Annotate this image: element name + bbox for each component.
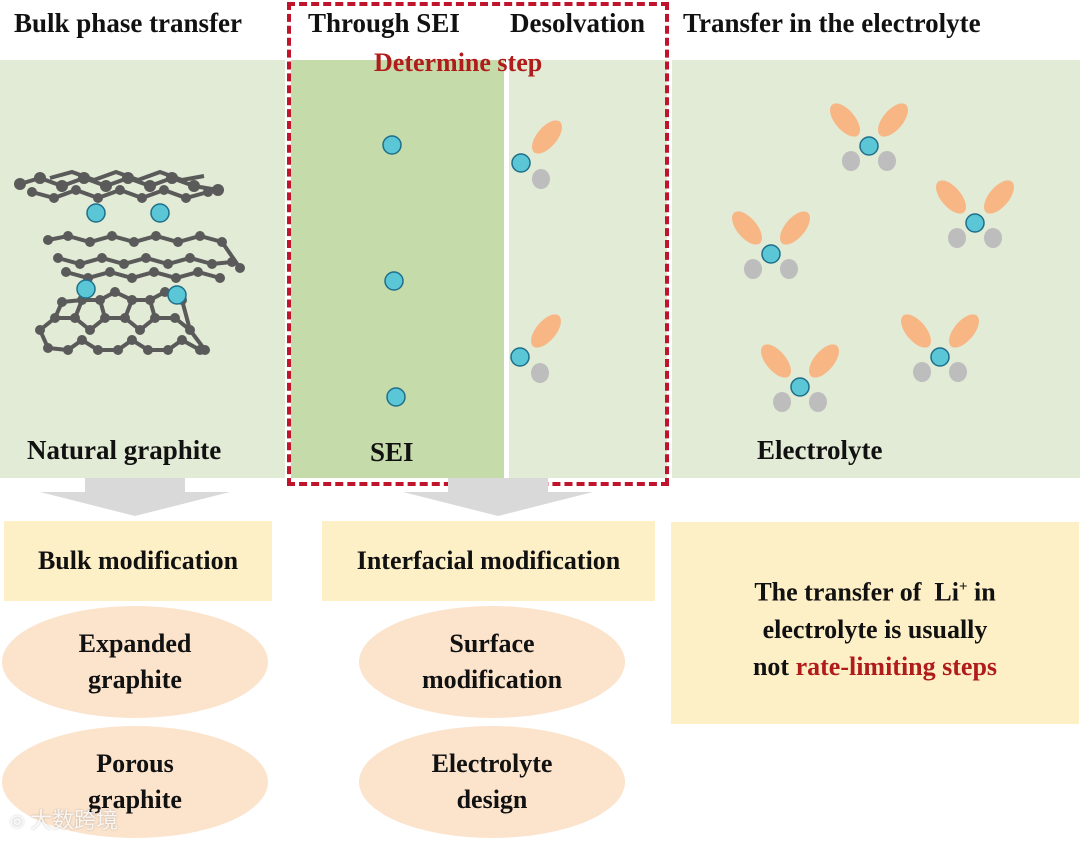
arrow-bulk — [40, 478, 230, 516]
arrow-interfacial — [403, 478, 593, 516]
graphite-structure — [14, 169, 245, 355]
determine-step-label: Determine step — [374, 48, 543, 77]
watermark: ⦾ 大数跨境 — [10, 809, 119, 834]
panel-sei-layer — [291, 60, 504, 478]
header-bulk-phase-transfer: Bulk phase transfer — [14, 8, 243, 38]
label-sei: SEI — [370, 437, 414, 467]
panel-electrolyte — [672, 60, 1080, 478]
interfacial-modification-box: Interfacial modification — [322, 521, 655, 601]
header-desolvation: Desolvation — [510, 8, 645, 38]
sei-ions — [382, 135, 406, 407]
panel-desolvation — [509, 60, 667, 478]
header-transfer-electrolyte: Transfer in the electrolyte — [683, 8, 981, 38]
solvated-ions — [510, 97, 1021, 413]
note-box — [671, 522, 1079, 724]
bulk-modification-box: Bulk modification — [4, 521, 272, 601]
label-electrolyte: Electrolyte — [757, 435, 883, 465]
header-through-sei: Through SEI — [308, 8, 460, 38]
label-natural-graphite: Natural graphite — [27, 435, 222, 465]
note-text: The transfer of Li+ in electrolyte is us… — [752, 577, 998, 681]
